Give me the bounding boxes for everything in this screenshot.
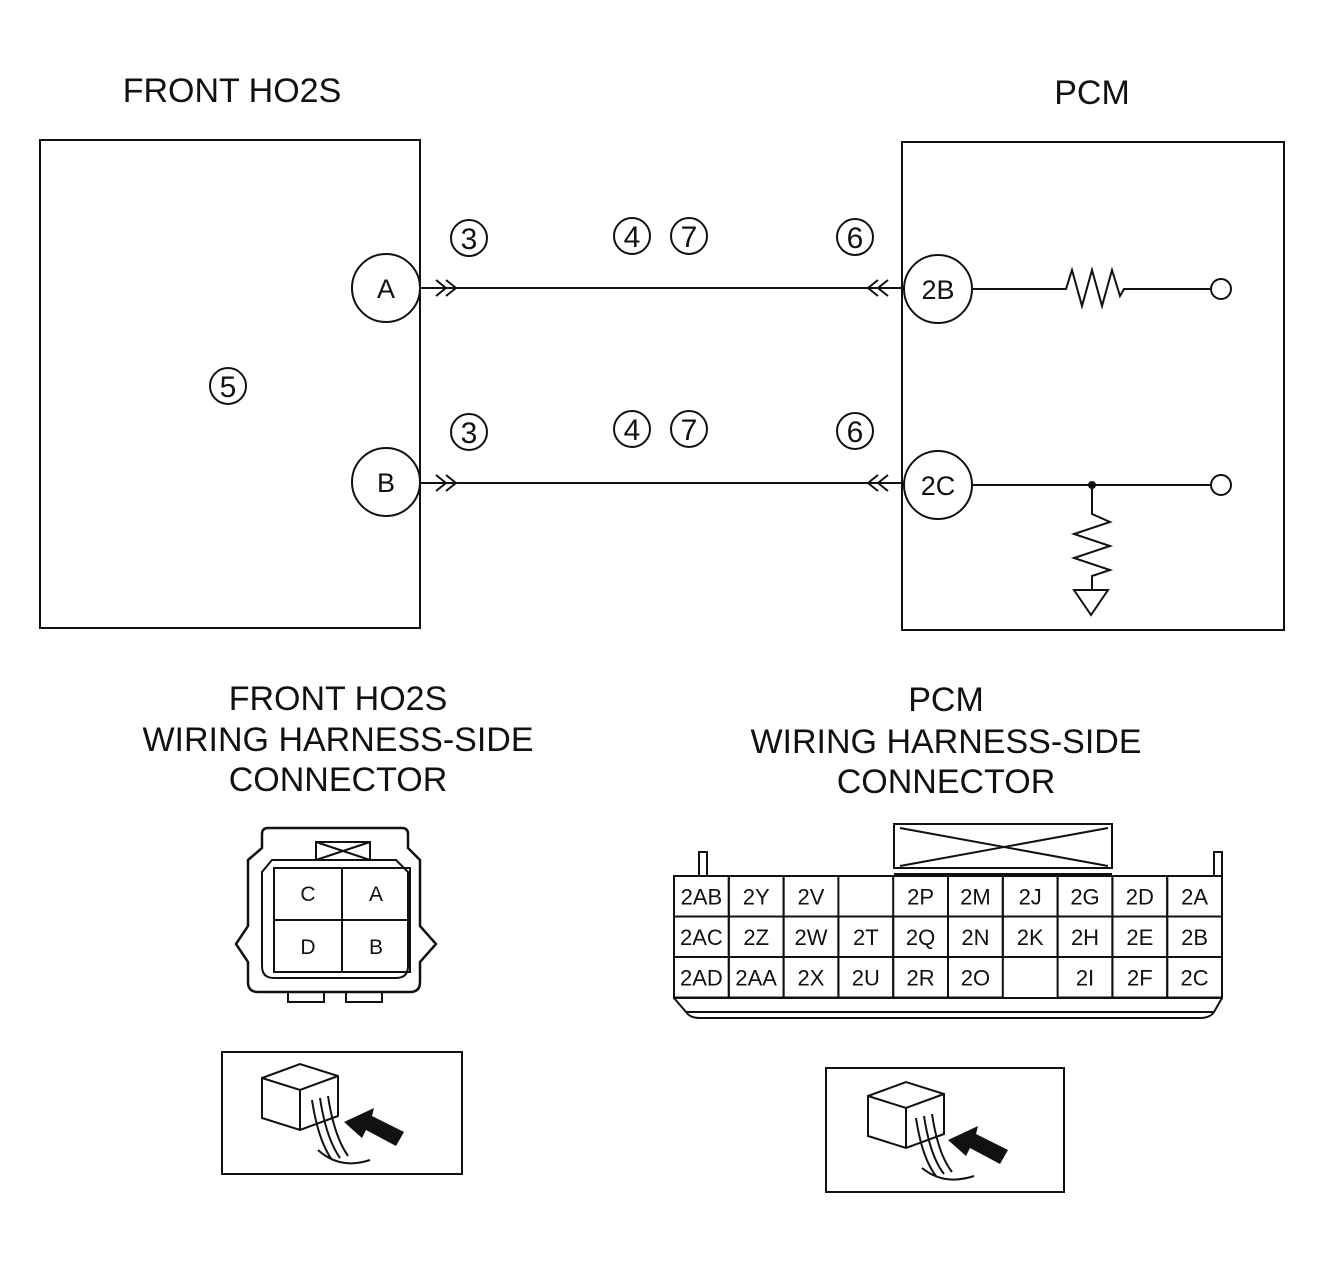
terminal-icon xyxy=(1210,278,1232,300)
pcm-connector-pin: 2Q xyxy=(906,925,935,950)
connector-mark-icon xyxy=(866,474,889,492)
pcm-connector-pin: 2AC xyxy=(680,925,723,950)
pcm-pin-2c: 2C xyxy=(903,450,973,520)
step-marker-label: 4 xyxy=(624,221,641,254)
pcm-connector-title-line: WIRING HARNESS-SIDE xyxy=(750,723,1141,761)
resistor-icon xyxy=(1070,485,1114,590)
step-marker: 5 xyxy=(209,367,247,405)
pcm-connector-pin: 2E xyxy=(1126,925,1153,950)
step-marker-label: 7 xyxy=(681,221,698,254)
pcm-box xyxy=(901,141,1285,631)
step-marker-label: 5 xyxy=(220,371,237,404)
pcm-pin-2b-label: 2B xyxy=(921,275,954,305)
step-marker: 6 xyxy=(836,218,874,256)
pcm-connector-pin: 2N xyxy=(961,925,989,950)
pcm-connector-pin: 2K xyxy=(1017,925,1044,950)
front-ho2s-box xyxy=(39,139,421,629)
pcm-connector-cell xyxy=(947,956,1004,999)
connector-mark-icon xyxy=(435,279,458,297)
step-marker: 6 xyxy=(836,412,874,450)
ground-icon xyxy=(1072,589,1110,617)
connector-view-icon xyxy=(221,1051,463,1175)
pcm-title: PCM xyxy=(1054,74,1130,112)
step-marker-label: 7 xyxy=(681,414,698,447)
sensor-pin-a: A xyxy=(351,253,421,323)
pcm-connector-pin: 2T xyxy=(853,925,879,950)
sensor-pin-b: B xyxy=(351,447,421,517)
front-connector-pin: D xyxy=(300,936,315,959)
pcm-connector-pin: 2R xyxy=(907,965,935,990)
pcm-connector-pin: 2B xyxy=(1181,925,1208,950)
front-connector-face: C A D B xyxy=(234,826,438,1003)
pcm-connector-pin: 2W xyxy=(795,925,828,950)
pcm-connector-title-line: PCM xyxy=(908,681,984,719)
pcm-connector-pin: 2U xyxy=(852,965,880,990)
pcm-connector-pin: 2Y xyxy=(743,884,770,909)
step-marker-label: 3 xyxy=(461,417,478,450)
pcm-connector-pin: 2X xyxy=(798,965,825,990)
step-marker-label: 6 xyxy=(847,222,864,255)
terminal-icon xyxy=(1210,474,1232,496)
pcm-connector-pin: 2AD xyxy=(680,965,723,990)
pcm-connector-pin: 2Z xyxy=(743,925,769,950)
pcm-connector-pin: 2H xyxy=(1071,925,1099,950)
step-marker: 4 xyxy=(613,217,651,255)
connector-view-icon xyxy=(825,1067,1065,1193)
connector-mark-icon xyxy=(435,474,458,492)
pcm-connector-pin: 2AB xyxy=(681,884,723,909)
pcm-connector-pin: 2V xyxy=(798,884,825,909)
connector-mark-icon xyxy=(866,279,889,297)
pcm-connector-pin: 2A xyxy=(1181,884,1208,909)
step-marker: 7 xyxy=(670,410,708,448)
pcm-connector-pin: 2O xyxy=(961,965,990,990)
pcm-connector-pin: 2P xyxy=(907,884,934,909)
front-connector-title-line: WIRING HARNESS-SIDE xyxy=(142,721,533,759)
front-connector-pin: C xyxy=(300,883,315,906)
front-connector-pin: A xyxy=(369,883,383,906)
step-marker: 3 xyxy=(450,413,488,451)
resistor-icon xyxy=(972,266,1210,310)
pcm-connector-title-line: CONNECTOR xyxy=(837,763,1056,801)
pcm-connector-grid: 2AB 2Y 2V 2P 2M 2J 2G 2D 2A 2AC 2Z 2W 2T 2Q 2N 2K 2H 2E 2B… xyxy=(673,875,1223,999)
front-connector-title-line: CONNECTOR xyxy=(229,761,448,799)
step-marker: 3 xyxy=(450,219,488,257)
pcm-connector-pin: 2J xyxy=(1019,884,1042,909)
pcm-connector-cell xyxy=(1166,956,1223,999)
pcm-connector-pin: 2C xyxy=(1181,965,1209,990)
step-marker-label: 4 xyxy=(624,414,641,447)
front-connector-title-line: FRONT HO2S xyxy=(229,680,448,718)
sensor-pin-b-label: B xyxy=(377,468,395,498)
pcm-connector-pin: 2F xyxy=(1127,965,1153,990)
pcm-connector-pin: 2D xyxy=(1126,884,1154,909)
pcm-pin-2c-label: 2C xyxy=(921,471,956,501)
step-marker-label: 3 xyxy=(461,223,478,256)
pcm-pin-2b: 2B xyxy=(903,254,973,324)
front-connector-pin: B xyxy=(369,936,383,959)
pcm-connector-pin: 2AA xyxy=(735,965,777,990)
sensor-pin-a-label: A xyxy=(377,274,395,304)
pcm-connector-pin: 2G xyxy=(1070,884,1099,909)
step-marker: 7 xyxy=(670,217,708,255)
pcm-connector-pin: 2M xyxy=(960,884,991,909)
front-ho2s-title: FRONT HO2S xyxy=(123,72,342,110)
step-marker-label: 6 xyxy=(847,416,864,449)
step-marker: 4 xyxy=(613,410,651,448)
pcm-connector-pin: 2I xyxy=(1076,965,1094,990)
